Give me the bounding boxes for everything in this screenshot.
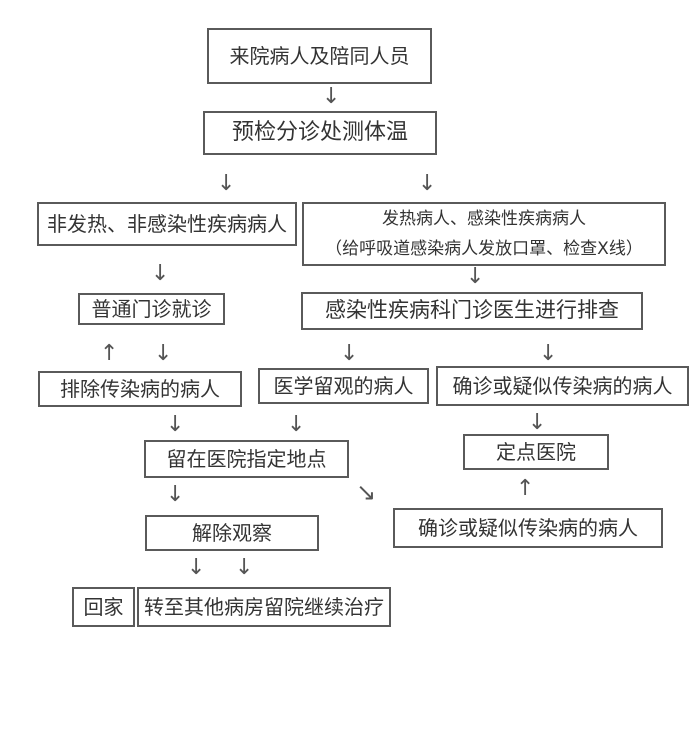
arrow-release-to-go-home: ↓ bbox=[187, 555, 206, 580]
arrow-release-to-transfer: ↓ bbox=[235, 555, 254, 580]
node-designated-area-label: 留在医院指定地点 bbox=[166, 447, 327, 471]
node-fever: 发热病人、感染性疾病病人 （给呼吸道感染病人发放口罩、检查X线） bbox=[302, 202, 666, 266]
node-transfer-label: 转至其他病房留院继续治疗 bbox=[144, 595, 384, 619]
arrow-fever-to-infectious: ↓ bbox=[466, 264, 485, 289]
node-triage: 预检分诊处测体温 bbox=[203, 111, 437, 155]
node-fever-line2: （给呼吸道感染病人发放口罩、检查X线） bbox=[325, 239, 643, 259]
node-go-home-label: 回家 bbox=[83, 595, 124, 619]
node-general-clinic-label: 普通门诊就诊 bbox=[91, 297, 212, 321]
node-general-clinic: 普通门诊就诊 bbox=[78, 293, 225, 325]
arrow-triage-to-non-fever: ↓ bbox=[217, 171, 236, 196]
arrow-non-fever-to-general: ↓ bbox=[151, 261, 170, 286]
arrow-confirmed-bottom-up-to-hospital: ↑ bbox=[516, 476, 535, 501]
node-confirmed-bottom-label: 确诊或疑似传染病的病人 bbox=[418, 516, 638, 540]
node-triage-label: 预检分诊处测体温 bbox=[231, 119, 408, 145]
node-arrival-label: 来院病人及陪同人员 bbox=[229, 44, 410, 68]
node-designated-hospital: 定点医院 bbox=[463, 434, 609, 470]
node-transfer: 转至其他病房留院继续治疗 bbox=[137, 587, 391, 627]
node-excluded-label: 排除传染病的病人 bbox=[60, 377, 220, 401]
node-confirmed-bottom: 确诊或疑似传染病的病人 bbox=[393, 508, 663, 548]
arrow-general-down-to-excluded: ↓ bbox=[154, 341, 173, 366]
arrow-infectious-to-confirmed: ↓ bbox=[539, 341, 558, 366]
node-arrival: 来院病人及陪同人员 bbox=[207, 28, 432, 84]
arrow-excluded-to-designated-area: ↓ bbox=[166, 412, 185, 437]
node-excluded: 排除传染病的病人 bbox=[38, 371, 242, 407]
arrow-triage-to-fever: ↓ bbox=[418, 171, 437, 196]
arrow-infectious-to-observation: ↓ bbox=[340, 341, 359, 366]
arrow-designated-area-to-confirmed-bottom: ↘ bbox=[356, 478, 377, 506]
arrow-arrival-to-triage: ↓ bbox=[322, 84, 341, 109]
node-fever-line1: 发热病人、感染性疾病病人 bbox=[382, 209, 586, 229]
node-observation-label: 医学留观的病人 bbox=[273, 374, 414, 398]
node-confirmed-top-label: 确诊或疑似传染病的病人 bbox=[452, 374, 673, 398]
node-release-label: 解除观察 bbox=[192, 521, 272, 545]
node-infectious-clinic-label: 感染性疾病科门诊医生进行排查 bbox=[325, 298, 619, 323]
arrow-confirmed-to-designated-hospital: ↓ bbox=[528, 410, 547, 435]
node-non-fever: 非发热、非感染性疾病病人 bbox=[37, 202, 297, 246]
node-designated-hospital-label: 定点医院 bbox=[496, 440, 576, 464]
node-release: 解除观察 bbox=[145, 515, 319, 551]
arrow-designated-area-to-release: ↓ bbox=[166, 482, 185, 507]
arrow-observation-to-designated-area: ↓ bbox=[287, 412, 306, 437]
node-designated-area: 留在医院指定地点 bbox=[144, 440, 349, 478]
node-observation: 医学留观的病人 bbox=[258, 368, 429, 404]
arrow-excluded-up-to-general: ↑ bbox=[100, 341, 119, 366]
node-confirmed-top: 确诊或疑似传染病的病人 bbox=[436, 366, 689, 406]
node-go-home: 回家 bbox=[72, 587, 135, 627]
node-infectious-clinic: 感染性疾病科门诊医生进行排查 bbox=[301, 292, 643, 330]
node-non-fever-label: 非发热、非感染性疾病病人 bbox=[47, 212, 287, 236]
